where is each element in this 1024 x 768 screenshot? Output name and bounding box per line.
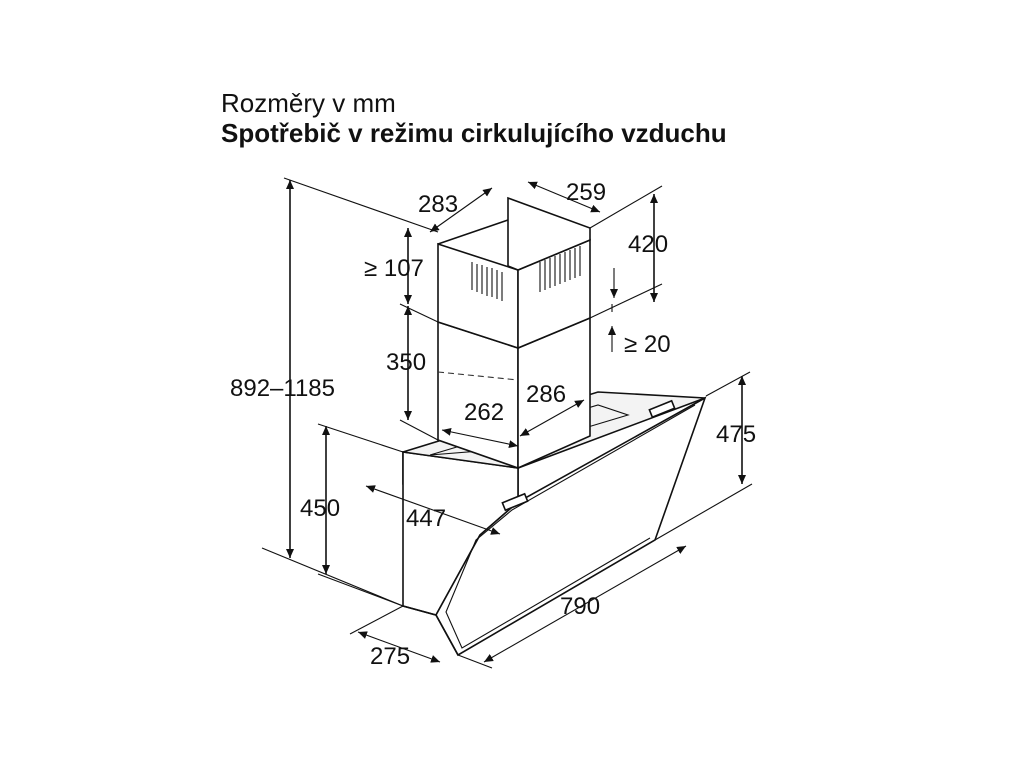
dim-line-chimney-width — [527, 181, 601, 213]
hidden-line — [437, 371, 519, 381]
label-clearance-side: ≥ 20 — [624, 331, 671, 358]
dim-line-total-width — [483, 545, 687, 663]
vent-slots-left — [471, 262, 503, 301]
dim-line-inner-depth — [519, 399, 585, 437]
dimension-labels: 283 259 420 ≥ 107 350 ≥ 20 892–1185 262 … — [230, 179, 756, 670]
chimney — [437, 196, 591, 470]
dimension-lines — [261, 177, 753, 669]
label-front-height: 475 — [716, 421, 756, 448]
dim-line-body-depth — [365, 485, 501, 535]
label-inner-width: 262 — [464, 399, 504, 426]
control-button-left — [501, 492, 529, 512]
label-inner-depth: 286 — [526, 381, 566, 408]
chimney-top-edge — [437, 219, 509, 245]
units-caption: Rozměry v mm — [221, 88, 396, 118]
dim-line-chimney-depth — [429, 187, 493, 233]
hood-base-edge — [402, 605, 459, 656]
label-chimney-width: 259 — [566, 179, 606, 206]
chimney-back-plate — [507, 196, 591, 271]
mode-title: Spotřebič v režimu cirkulujícího vzduchu — [221, 118, 727, 148]
label-chimney-lower-height: 350 — [386, 349, 426, 376]
label-chimney-top-height: 420 — [628, 231, 668, 258]
dim-line-base-depth — [357, 631, 441, 663]
label-base-depth: 275 — [370, 643, 410, 670]
dim-line-inner-width — [441, 427, 519, 449]
label-chimney-depth: 283 — [418, 191, 458, 218]
vent-slots-right — [539, 246, 581, 292]
label-total-height: 892–1185 — [230, 375, 335, 402]
label-body-height: 450 — [300, 495, 340, 522]
label-body-depth: 447 — [406, 505, 446, 532]
label-clearance-top: ≥ 107 — [364, 255, 424, 282]
label-total-width: 790 — [560, 593, 600, 620]
control-button-right — [648, 399, 676, 419]
